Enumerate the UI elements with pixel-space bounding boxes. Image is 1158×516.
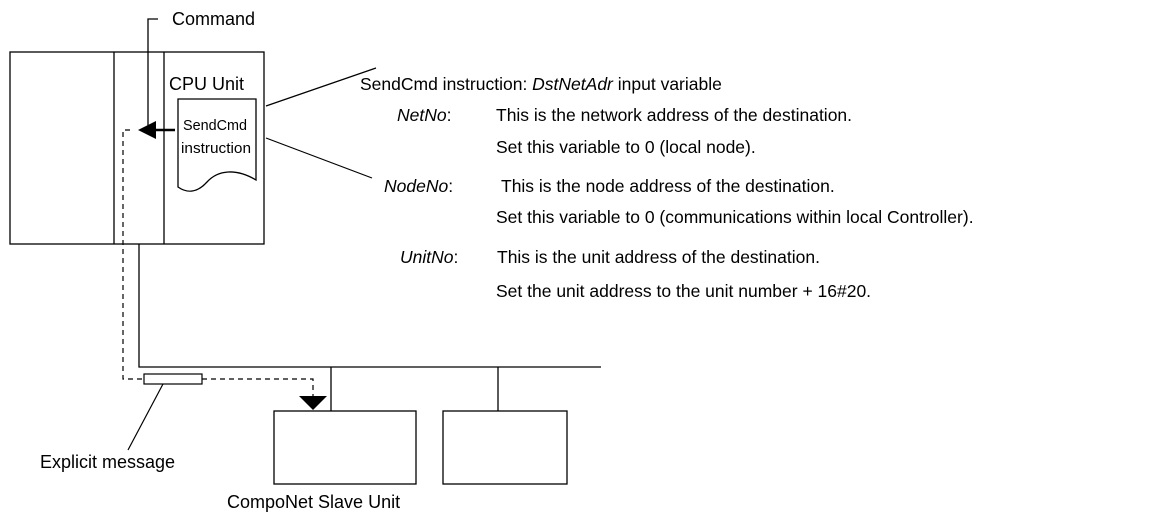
instruction-label-line1: SendCmd — [183, 117, 247, 134]
nodeno-line2: Set this variable to 0 (communications w… — [496, 207, 974, 227]
netno-row: NetNo: — [397, 105, 451, 125]
network-trunk — [138, 244, 601, 368]
command-label: Command — [172, 9, 255, 29]
controller-frame — [9, 51, 265, 245]
netno-name: NetNo — [397, 105, 447, 125]
explicit-message-label: Explicit message — [40, 452, 175, 472]
message-arrow-head — [299, 396, 327, 410]
document-shape — [177, 98, 257, 192]
instruction-label-line2: instruction — [181, 140, 251, 157]
unitno-line2: Set the unit address to the unit number … — [496, 281, 871, 301]
nodeno-row: NodeNo: — [384, 176, 453, 196]
dashed-path-right — [202, 378, 314, 396]
description-leader-bottom — [265, 137, 373, 179]
explicit-message-path — [122, 129, 314, 396]
title-suffix: input variable — [613, 74, 722, 94]
command-leader-line — [147, 18, 158, 130]
command-arrow — [138, 121, 175, 139]
description-leader-top — [265, 67, 377, 107]
slave-unit-label: CompoNet Slave Unit — [227, 492, 400, 512]
nodeno-name: NodeNo — [384, 176, 448, 196]
title-variable: DstNetAdr — [532, 74, 614, 94]
unitno-row: UnitNo: — [400, 247, 458, 267]
explicit-message-leader — [127, 383, 164, 451]
slave-unit-1 — [273, 410, 417, 485]
dashed-path-left — [122, 129, 144, 380]
slave-unit-2 — [442, 410, 568, 485]
netno-colon: : — [447, 105, 452, 125]
message-packet — [143, 373, 203, 385]
netno-line1: This is the network address of the desti… — [496, 105, 852, 125]
netno-line2: Set this variable to 0 (local node). — [496, 137, 756, 157]
unitno-name: UnitNo — [400, 247, 454, 267]
unitno-colon: : — [454, 247, 459, 267]
controller-rack — [9, 51, 265, 245]
description-title: SendCmd instruction: DstNetAdr input var… — [360, 74, 722, 94]
nodeno-line1: This is the node address of the destinat… — [501, 176, 835, 196]
description-block: SendCmd instruction: DstNetAdr input var… — [360, 74, 974, 301]
cpu-unit-label: CPU Unit — [169, 74, 244, 94]
compnet-network — [138, 244, 601, 411]
instruction-document: SendCmd instruction — [177, 98, 257, 192]
unitno-line1: This is the unit address of the destinat… — [497, 247, 820, 267]
nodeno-colon: : — [448, 176, 453, 196]
command-arrow-head — [138, 121, 156, 139]
command-callout: Command — [147, 9, 255, 130]
title-prefix: SendCmd instruction: — [360, 74, 532, 94]
